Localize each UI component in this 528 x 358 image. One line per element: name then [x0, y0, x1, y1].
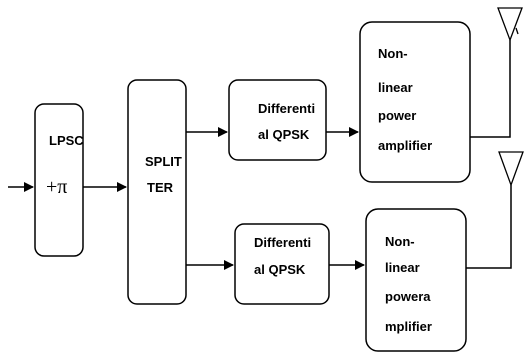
- antenna-bottom-icon: [498, 151, 524, 187]
- splitter-box: [127, 79, 187, 305]
- amp-bottom-label-line1: Non-: [385, 234, 415, 249]
- lpsc-label: LPSC: [49, 133, 84, 148]
- amp-top-to-antenna-wire: [470, 40, 511, 138]
- amp-bottom-box: [365, 208, 467, 352]
- amp-top-label-line3: power: [378, 108, 416, 123]
- amp-top-label-line2: linear: [378, 80, 413, 95]
- amp-top-label-line1: Non-: [378, 46, 408, 61]
- qpsk-top-label-line1: Differenti: [258, 101, 315, 116]
- amp-top-block: Non- linear power amplifier: [359, 21, 471, 183]
- amp-top-label-line4: amplifier: [378, 138, 432, 153]
- amp-bottom-block: Non- linear powera mplifier: [365, 208, 467, 352]
- qpsk-top-label-line2: al QPSK: [258, 127, 310, 142]
- lpsc-block: LPSC +π: [34, 103, 84, 257]
- qpsk-bottom-label-line2: al QPSK: [254, 262, 306, 277]
- qpsk-top-box: [228, 79, 327, 161]
- qpsk-bottom-label-line1: Differenti: [254, 235, 311, 250]
- antenna-top-icon: [497, 7, 523, 42]
- amp-top-box: [359, 21, 471, 183]
- lpsc-symbol: +π: [46, 176, 67, 198]
- amp-bottom-label-line2: linear: [385, 260, 420, 275]
- amp-bottom-label-line4: mplifier: [385, 319, 432, 334]
- qpsk-top-block: Differenti al QPSK: [228, 79, 327, 161]
- amp-bottom-to-antenna-wire: [466, 185, 512, 269]
- lpsc-box: [34, 103, 84, 257]
- qpsk-bottom-box: [234, 223, 330, 305]
- splitter-label-line2: TER: [147, 180, 174, 195]
- splitter-block: SPLIT TER: [127, 79, 187, 305]
- qpsk-bottom-block: Differenti al QPSK: [234, 223, 330, 305]
- amp-bottom-label-line3: powera: [385, 289, 431, 304]
- splitter-label-line1: SPLIT: [145, 154, 182, 169]
